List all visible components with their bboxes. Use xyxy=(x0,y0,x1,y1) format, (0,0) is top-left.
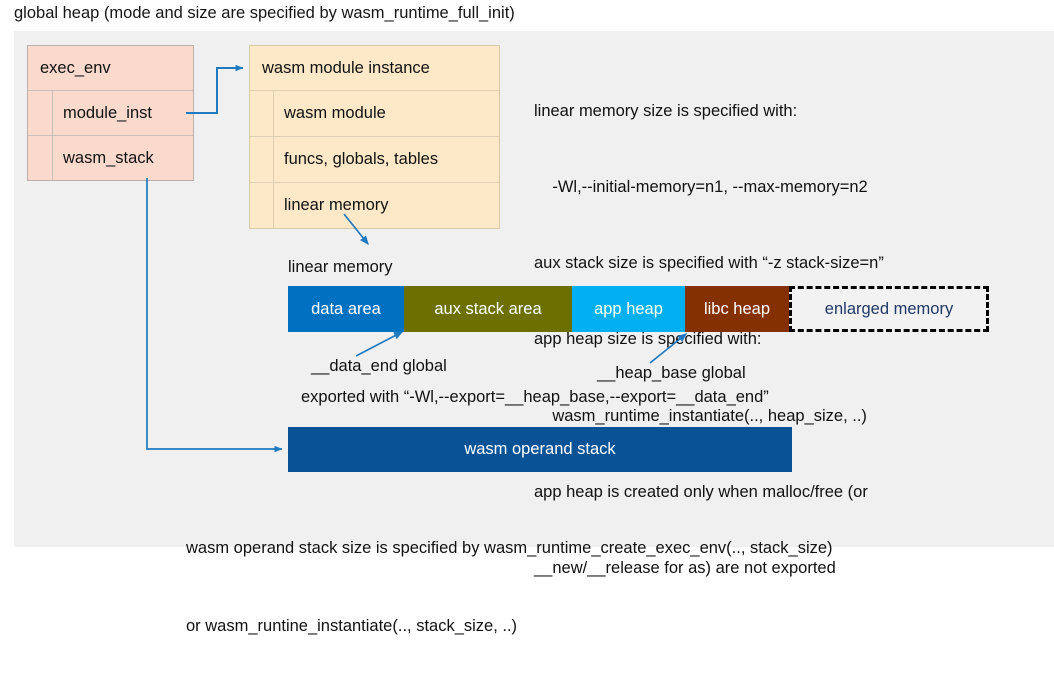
linear-memory-label: linear memory xyxy=(288,258,393,276)
wmi-field-funcs-globals-tables: funcs, globals, tables xyxy=(250,137,499,183)
memory-segment-label: app heap xyxy=(594,299,663,318)
note-line: aux stack size is specified with “-z sta… xyxy=(534,254,884,273)
memory-segment-app-heap: app heap xyxy=(572,286,685,332)
memory-segment-label: aux stack area xyxy=(434,299,542,318)
page-title: global heap (mode and size are specified… xyxy=(14,4,515,22)
note-line: -Wl,--initial-memory=n1, --max-memory=n2 xyxy=(534,178,868,197)
wmi-gutter xyxy=(250,137,274,182)
footer-line: wasm operand stack size is specified by … xyxy=(186,539,833,557)
exec-env-title: exec_env xyxy=(40,59,111,77)
wmi-gutter xyxy=(250,91,274,136)
exec-env-wasm-stack-label: wasm_stack xyxy=(63,149,154,167)
annotation-exported-with: exported with “-Wl,--export=__heap_base,… xyxy=(301,388,769,406)
wmi-field-wasm-module: wasm module xyxy=(250,91,499,137)
note-line: wasm_runtime_instantiate(.., heap_size, … xyxy=(534,406,867,425)
notes-block: linear memory size is specified with: -W… xyxy=(534,48,884,632)
memory-segment-label: libc heap xyxy=(703,299,771,318)
exec-env-header-row: exec_env xyxy=(28,46,193,91)
annotation-data-end: __data_end global xyxy=(311,357,447,375)
memory-segment-libc-heap: libc heap xyxy=(685,286,789,332)
wasm-operand-stack-box: wasm operand stack xyxy=(288,427,792,472)
linear-memory-bar: data area aux stack area app heap libc heap… xyxy=(288,286,989,332)
wasm-module-instance-box: wasm module instance wasm module funcs, … xyxy=(249,45,500,229)
exec-env-gutter xyxy=(28,91,53,135)
note-line: linear memory size is specified with: xyxy=(534,101,798,120)
memory-segment-label: enlarged memory xyxy=(824,299,954,318)
wmi-wasm-module-label: wasm module xyxy=(284,104,386,122)
wmi-title: wasm module instance xyxy=(262,59,430,77)
note-line: app heap is created only when malloc/fre… xyxy=(534,482,868,501)
memory-segment-label: data area xyxy=(311,299,381,318)
exec-env-gutter xyxy=(28,136,53,180)
exec-env-field-wasm-stack: wasm_stack xyxy=(28,136,193,180)
memory-segment-enlarged-memory: enlarged memory xyxy=(789,286,989,332)
memory-segment-aux-stack-area: aux stack area xyxy=(404,286,572,332)
wmi-gutter xyxy=(250,183,274,228)
diagram-root: global heap (mode and size are specified… xyxy=(14,4,1054,635)
exec-env-box: exec_env module_inst wasm_stack xyxy=(27,45,194,181)
wasm-operand-stack-label: wasm operand stack xyxy=(464,440,616,458)
footer-block: wasm operand stack size is specified by … xyxy=(186,483,833,691)
wmi-field-linear-memory: linear memory xyxy=(250,183,499,228)
memory-segment-data-area: data area xyxy=(288,286,404,332)
exec-env-field-module-inst: module_inst xyxy=(28,91,193,136)
wmi-linear-memory-label: linear memory xyxy=(284,196,389,214)
exec-env-module-inst-label: module_inst xyxy=(63,104,152,122)
wmi-funcs-globals-tables-label: funcs, globals, tables xyxy=(284,150,439,168)
wmi-header-row: wasm module instance xyxy=(250,46,499,91)
footer-line: or wasm_runtine_instantiate(.., stack_si… xyxy=(186,617,518,635)
annotation-heap-base: __heap_base global xyxy=(597,364,746,382)
